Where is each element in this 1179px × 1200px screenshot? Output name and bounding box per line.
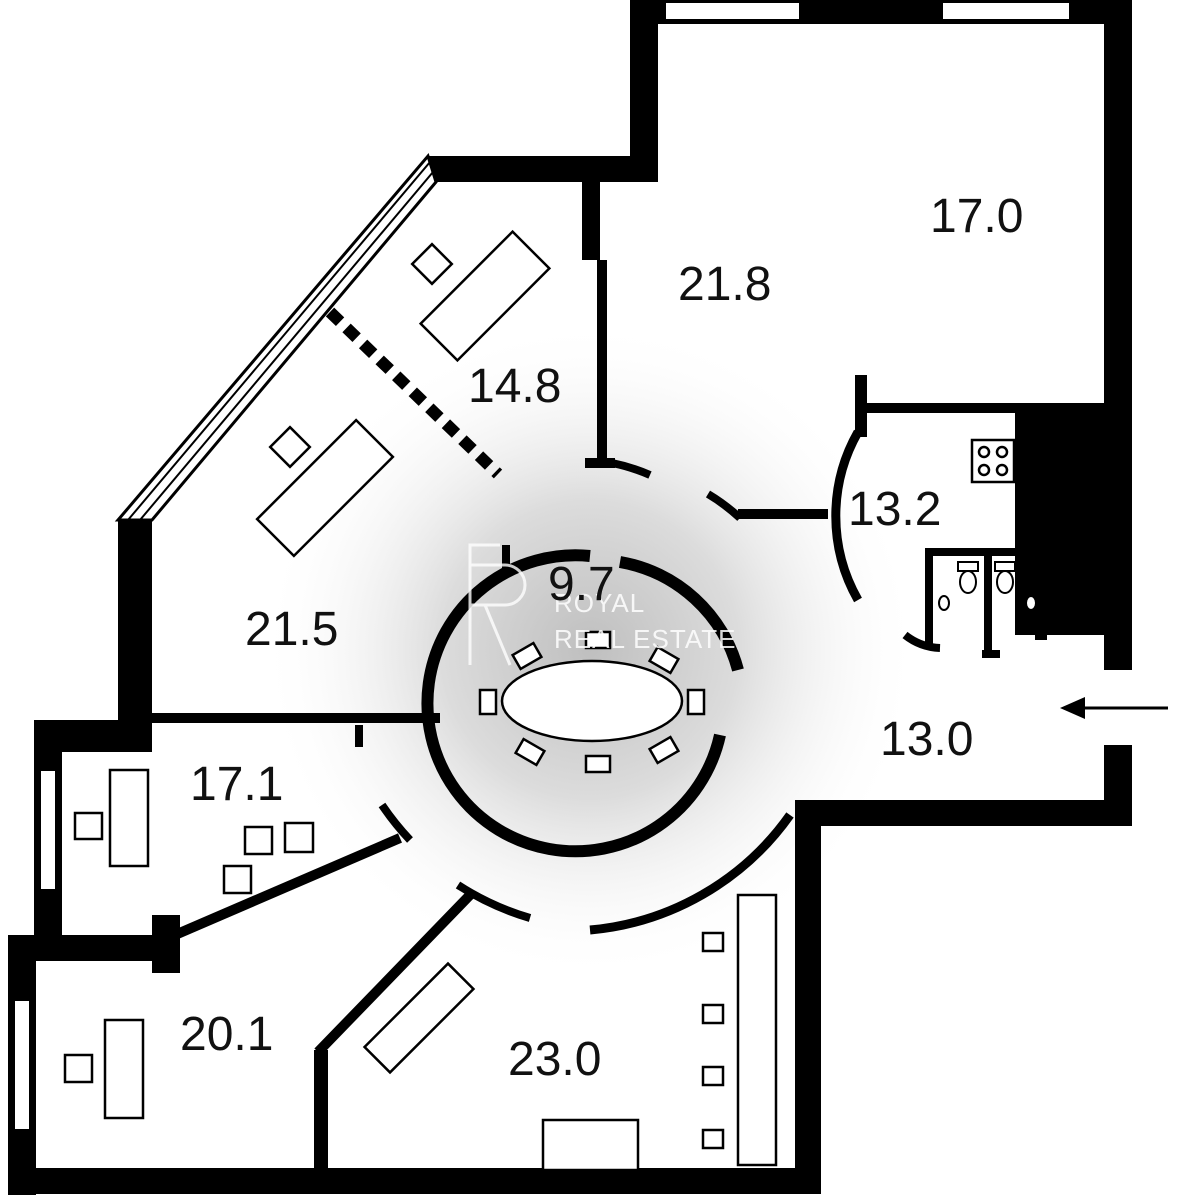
room-label-13-2: 13.2 xyxy=(848,483,941,536)
room-labels: 17.0 21.8 14.8 13.2 9.7 21.5 13.0 17.1 2… xyxy=(180,190,1023,1086)
hall-arc-top-right xyxy=(705,490,743,521)
wall-bottom-right xyxy=(795,800,821,1190)
meeting-chair-5 xyxy=(686,688,706,716)
wall-upper-horizontal xyxy=(428,156,658,182)
partition-pillar xyxy=(152,915,180,973)
meeting-chair-3 xyxy=(647,645,681,675)
meeting-ring-left xyxy=(421,549,726,858)
meeting-chair-7 xyxy=(584,754,612,774)
window-left-17 xyxy=(39,769,57,891)
curved-walls xyxy=(378,429,941,935)
room-label-21-5: 21.5 xyxy=(245,603,338,656)
window-top-2 xyxy=(941,1,1071,21)
chair-23-0-c xyxy=(701,1065,725,1087)
hall-shading xyxy=(260,320,920,980)
desk-21-5 xyxy=(255,418,395,558)
meeting-chair-1 xyxy=(510,641,544,671)
wall-top-left-vertical xyxy=(630,0,658,182)
desk-14-8 xyxy=(418,229,552,363)
meeting-chair-2 xyxy=(584,630,612,650)
partition-13-2-left xyxy=(738,509,828,519)
dashed-partition xyxy=(325,307,503,479)
partition-17-1-20-1 xyxy=(166,833,402,943)
chair-20-1 xyxy=(63,1053,94,1084)
room-label-23-0: 23.0 xyxy=(508,1033,601,1086)
wall-right-middle xyxy=(1104,630,1132,670)
wall-right-upper xyxy=(1104,0,1132,410)
watermark-line2: REAL ESTATE xyxy=(554,624,736,654)
desk-17-1 xyxy=(108,768,150,868)
desk-20-1 xyxy=(103,1018,145,1120)
chair-23-0-a xyxy=(701,931,725,953)
stub-9-7 xyxy=(502,545,510,573)
room-label-17-0: 17.0 xyxy=(930,190,1023,243)
toilet-wall-mid xyxy=(984,548,992,653)
hall-arc-bottom xyxy=(455,881,532,922)
meeting-table xyxy=(500,659,684,743)
diagonal-window xyxy=(114,152,438,522)
room-label-21-8: 21.8 xyxy=(678,258,771,311)
room-label-14-8: 14.8 xyxy=(468,360,561,413)
hall-arc-bottom-right xyxy=(589,812,794,935)
chair-17-1-a xyxy=(73,811,104,841)
shelf-23-0 xyxy=(736,893,778,1167)
window-left-bottom xyxy=(13,999,31,1131)
arc-13-2 xyxy=(831,429,862,603)
wall-between-20-17 xyxy=(8,935,178,961)
partition-21-5-17-1 xyxy=(150,713,440,723)
chair-14-8 xyxy=(410,242,454,286)
partition-17-0-horizontal xyxy=(855,403,1117,413)
hall-arc-lower-left xyxy=(378,802,413,843)
room-label-17-1: 17.1 xyxy=(190,758,283,811)
toilet-wall-right xyxy=(1035,630,1047,640)
partition-14-21-upper xyxy=(582,182,600,260)
furniture xyxy=(63,229,778,1172)
meeting-ring-right xyxy=(618,556,744,672)
chair-23-0-d xyxy=(701,1128,725,1150)
watermark-line1: ROYAL xyxy=(554,588,645,618)
royal-logo-icon xyxy=(468,543,527,666)
interior-walls xyxy=(150,182,1117,1056)
outer-walls xyxy=(8,0,1132,1195)
meeting-chair-6 xyxy=(513,737,547,767)
desk-23-0-bottom xyxy=(541,1118,640,1172)
desk-23-0-diagonal xyxy=(362,961,476,1075)
meeting-chair-4 xyxy=(478,688,498,716)
toilet-icon xyxy=(938,561,1037,611)
entrance-arrow-icon xyxy=(1060,697,1168,719)
room-label-9-7: 9.7 xyxy=(548,558,615,611)
partition-17-1-stub xyxy=(355,725,363,747)
arc-toilet xyxy=(902,631,941,652)
wall-23-left xyxy=(314,1050,328,1180)
wall-bottom xyxy=(8,1168,821,1194)
chair-23-0-b xyxy=(701,1003,725,1025)
partition-14-21 xyxy=(597,260,607,465)
wall-step-horizontal xyxy=(795,800,1132,826)
wall-left-21-5 xyxy=(118,520,152,752)
hall-arc-top xyxy=(611,459,652,479)
room-label-20-1: 20.1 xyxy=(180,1008,273,1061)
toilet-door-mid xyxy=(982,650,1000,658)
partition-20-1-23-0 xyxy=(314,891,474,1056)
room-label-13-0: 13.0 xyxy=(880,713,973,766)
chair-17-1-d xyxy=(222,864,253,895)
toilet-wall-left xyxy=(925,548,933,648)
stove-icon xyxy=(970,438,1016,484)
chair-17-1-c xyxy=(283,821,315,854)
chair-21-5 xyxy=(268,425,312,469)
partition-13-2-bottom xyxy=(925,548,1018,556)
partition-14-21-end xyxy=(585,458,615,468)
window-top-1 xyxy=(664,1,801,21)
meeting-chair-8 xyxy=(647,735,681,765)
chair-17-1-b xyxy=(243,825,274,856)
